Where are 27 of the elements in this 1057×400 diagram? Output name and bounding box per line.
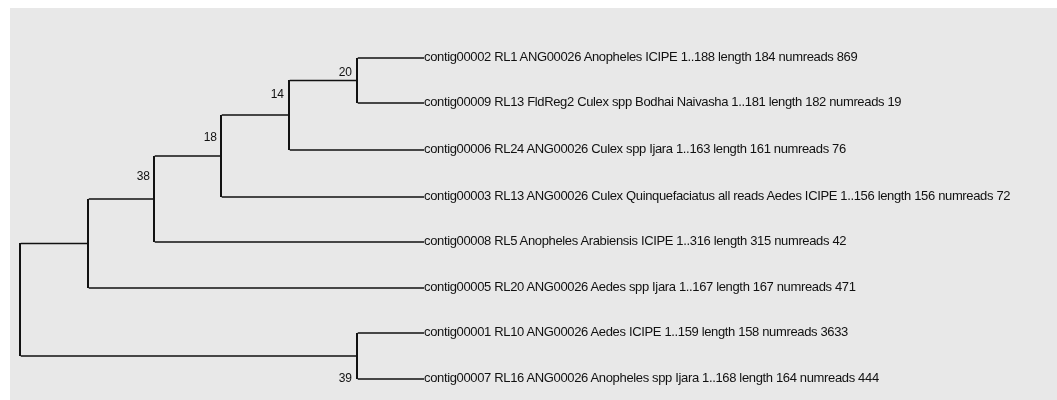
bootstrap-value: 38 [136, 169, 150, 183]
tree-branch [289, 149, 425, 151]
taxon-label: contig00009 RL13 FldReg2 Culex spp Bodhai Naivasha 1..181 length 182 numreads 19 [424, 94, 902, 110]
tree-branch [357, 332, 425, 334]
taxon-label: contig00006 RL24 ANG00026 Culex spp Ijara 1..163 length 161 numreads 76 [424, 141, 846, 157]
tree-branch [88, 198, 154, 200]
taxon-label: contig00005 RL20 ANG00026 Aedes spp Ijara 1..167 length 167 numreads 471 [424, 279, 856, 295]
taxon-label: contig00002 RL1 ANG00026 Anopheles ICIPE 1..188 length 184 numreads 869 [424, 49, 858, 65]
bootstrap-value: 18 [203, 130, 217, 144]
tree-branch [357, 378, 425, 380]
tree-branch [221, 114, 289, 116]
bootstrap-value: 39 [338, 371, 352, 385]
tree-branch [154, 241, 425, 243]
tree-branch [154, 155, 221, 157]
tree-branch [289, 79, 357, 82]
taxon-label: contig00001 RL10 ANG00026 Aedes ICIPE 1..159 length 158 numreads 3633 [424, 324, 848, 340]
tree-branch [88, 287, 425, 289]
taxon-label: contig00007 RL16 ANG00026 Anopheles spp Ijara 1..168 length 164 numreads 444 [424, 370, 879, 386]
taxon-label: contig00008 RL5 Anopheles Arabiensis ICIPE 1..316 length 315 numreads 42 [424, 233, 847, 249]
taxon-label: contig00003 RL13 ANG00026 Culex Quinquefaciatus all reads Aedes ICIPE 1..156 length 156 numreads 72 [424, 188, 1011, 204]
tree-branch [221, 196, 425, 198]
tree-branch [20, 242, 88, 245]
tree-branch [20, 355, 357, 357]
tree-branch [357, 102, 425, 104]
bootstrap-value: 20 [338, 64, 352, 79]
tree-branch [357, 57, 425, 59]
bootstrap-value: 14 [270, 87, 284, 101]
